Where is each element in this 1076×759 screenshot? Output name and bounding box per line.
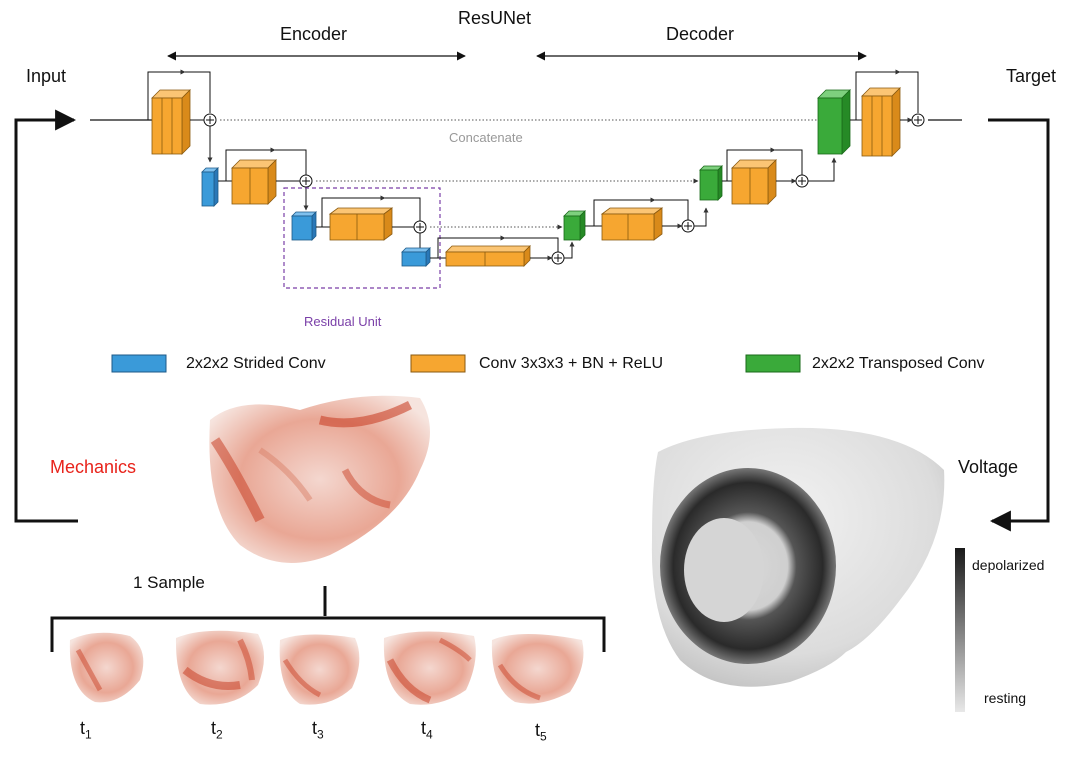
legend-swatch-strided-conv [111,354,167,373]
legend-label-transposed-conv: 2x2x2 Transposed Conv [812,355,985,372]
target-label: Target [1006,66,1057,86]
timestep-label-2: t2 [211,718,223,742]
bottleneck-level [401,235,575,267]
timestep-label-1: t1 [80,718,92,742]
encoder-level-2 [201,147,313,211]
timestep-heart-2 [175,630,264,705]
residual-unit-label: Residual Unit [304,314,382,329]
timestep-label-3: t3 [312,718,324,742]
encoder-level-1 [147,69,217,163]
timestep-heart-1 [69,632,144,703]
legend-label-conv-bn-relu: Conv 3x3x3 + BN + ReLU [479,355,664,372]
mechanics-heart-image [209,395,430,563]
legend-label-strided-conv: 2x2x2 Strided Conv [186,355,326,372]
sample-label: 1 Sample [133,573,205,592]
sample-bracket [50,616,606,652]
diagram-title: ResUNet [458,8,532,28]
timestep-heart-5 [491,634,584,704]
voltage-label: Voltage [958,457,1019,477]
colorbar-top-label: depolarized [972,557,1045,573]
legend-swatch-transposed-conv [745,354,801,373]
timestep-label-5: t5 [535,720,547,744]
timestep-heart-3 [279,634,360,705]
timestep-label-4: t4 [421,718,433,742]
decoder-level-3 [563,197,709,241]
output-feedback-arrow [988,118,1050,532]
legend-swatch-conv-bn-relu [410,354,466,373]
colorbar-bottom-label: resting [984,690,1027,706]
concatenate-label: Concatenate [449,130,523,145]
voltage-heart-image [651,427,945,687]
decoder-level-2 [699,147,837,205]
colorbar [955,548,965,712]
encoder-label: Encoder [280,24,348,44]
encoder-level-3 [291,195,427,248]
decoder-label: Decoder [666,24,735,44]
timestep-heart-4 [383,631,476,705]
mechanics-label: Mechanics [50,457,137,477]
decoder-level-1 [817,69,925,157]
input-label: Input [26,66,67,86]
input-feedback-arrow [14,109,78,523]
